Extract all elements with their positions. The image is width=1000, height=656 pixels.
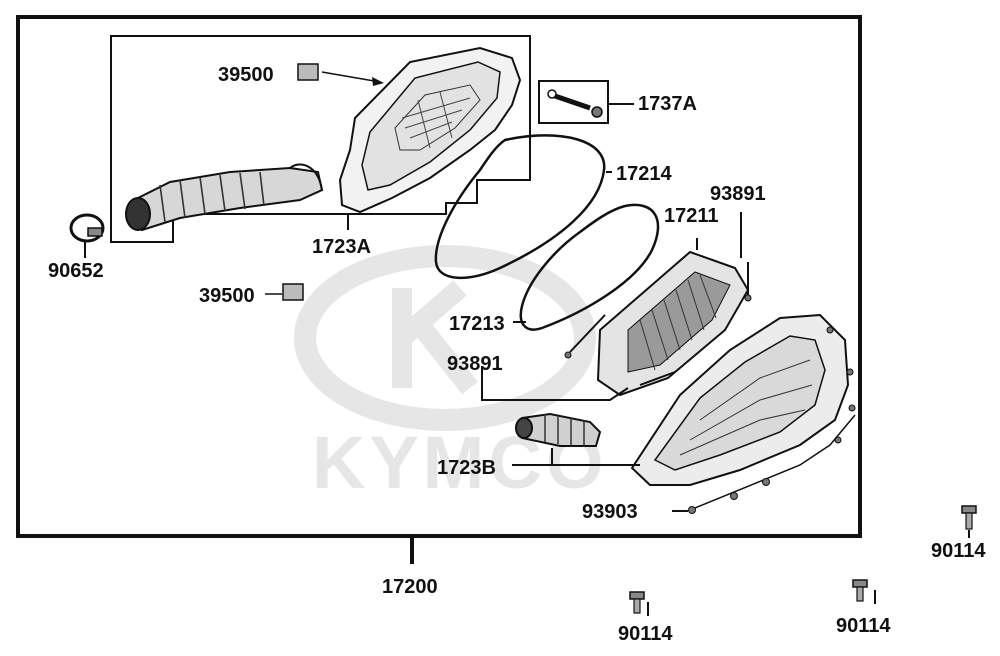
bolt-bottom-mid bbox=[629, 591, 649, 616]
callout-intake-duct: 1723B bbox=[437, 457, 496, 479]
callout-drain-set: 1737A bbox=[638, 93, 697, 115]
callout-clip-mid: 39500 bbox=[199, 285, 255, 307]
intake-snorkel bbox=[125, 163, 324, 232]
cover-screws bbox=[672, 414, 856, 514]
filter-element bbox=[596, 238, 750, 397]
seal-outer bbox=[434, 134, 612, 279]
air-cleaner-cover bbox=[630, 313, 856, 486]
intake-duct bbox=[512, 412, 640, 466]
callout-assembly: 17200 bbox=[382, 576, 438, 598]
assembly-frame bbox=[16, 15, 862, 538]
clip-top bbox=[297, 63, 384, 86]
callout-bolt-right: 90114 bbox=[931, 540, 986, 562]
callout-bolt-bottom-mid: 90114 bbox=[618, 623, 673, 645]
drain-set bbox=[538, 80, 634, 124]
bolt-right bbox=[961, 505, 977, 538]
case-subassembly-frame bbox=[110, 35, 531, 243]
seal-inner bbox=[513, 203, 660, 331]
screws-93891 bbox=[481, 212, 752, 401]
callout-element: 17211 bbox=[664, 205, 719, 227]
callout-seal-outer: 17214 bbox=[616, 163, 672, 185]
air-cleaner-case bbox=[338, 46, 522, 214]
callout-case: 1723A bbox=[312, 236, 371, 258]
clip-mid bbox=[265, 283, 304, 301]
callout-bolt-bottom-right: 90114 bbox=[836, 615, 891, 637]
callout-clip-top: 39500 bbox=[218, 64, 274, 86]
callout-hose-clamp: 90652 bbox=[48, 260, 104, 282]
bolt-bottom-right bbox=[852, 579, 876, 604]
hose-clamp bbox=[69, 213, 105, 258]
callout-screw-top: 93891 bbox=[710, 183, 766, 205]
callout-screw-mid: 93891 bbox=[447, 353, 503, 375]
callout-seal-inner: 17213 bbox=[449, 313, 505, 335]
callout-cover-screw: 93903 bbox=[582, 501, 638, 523]
